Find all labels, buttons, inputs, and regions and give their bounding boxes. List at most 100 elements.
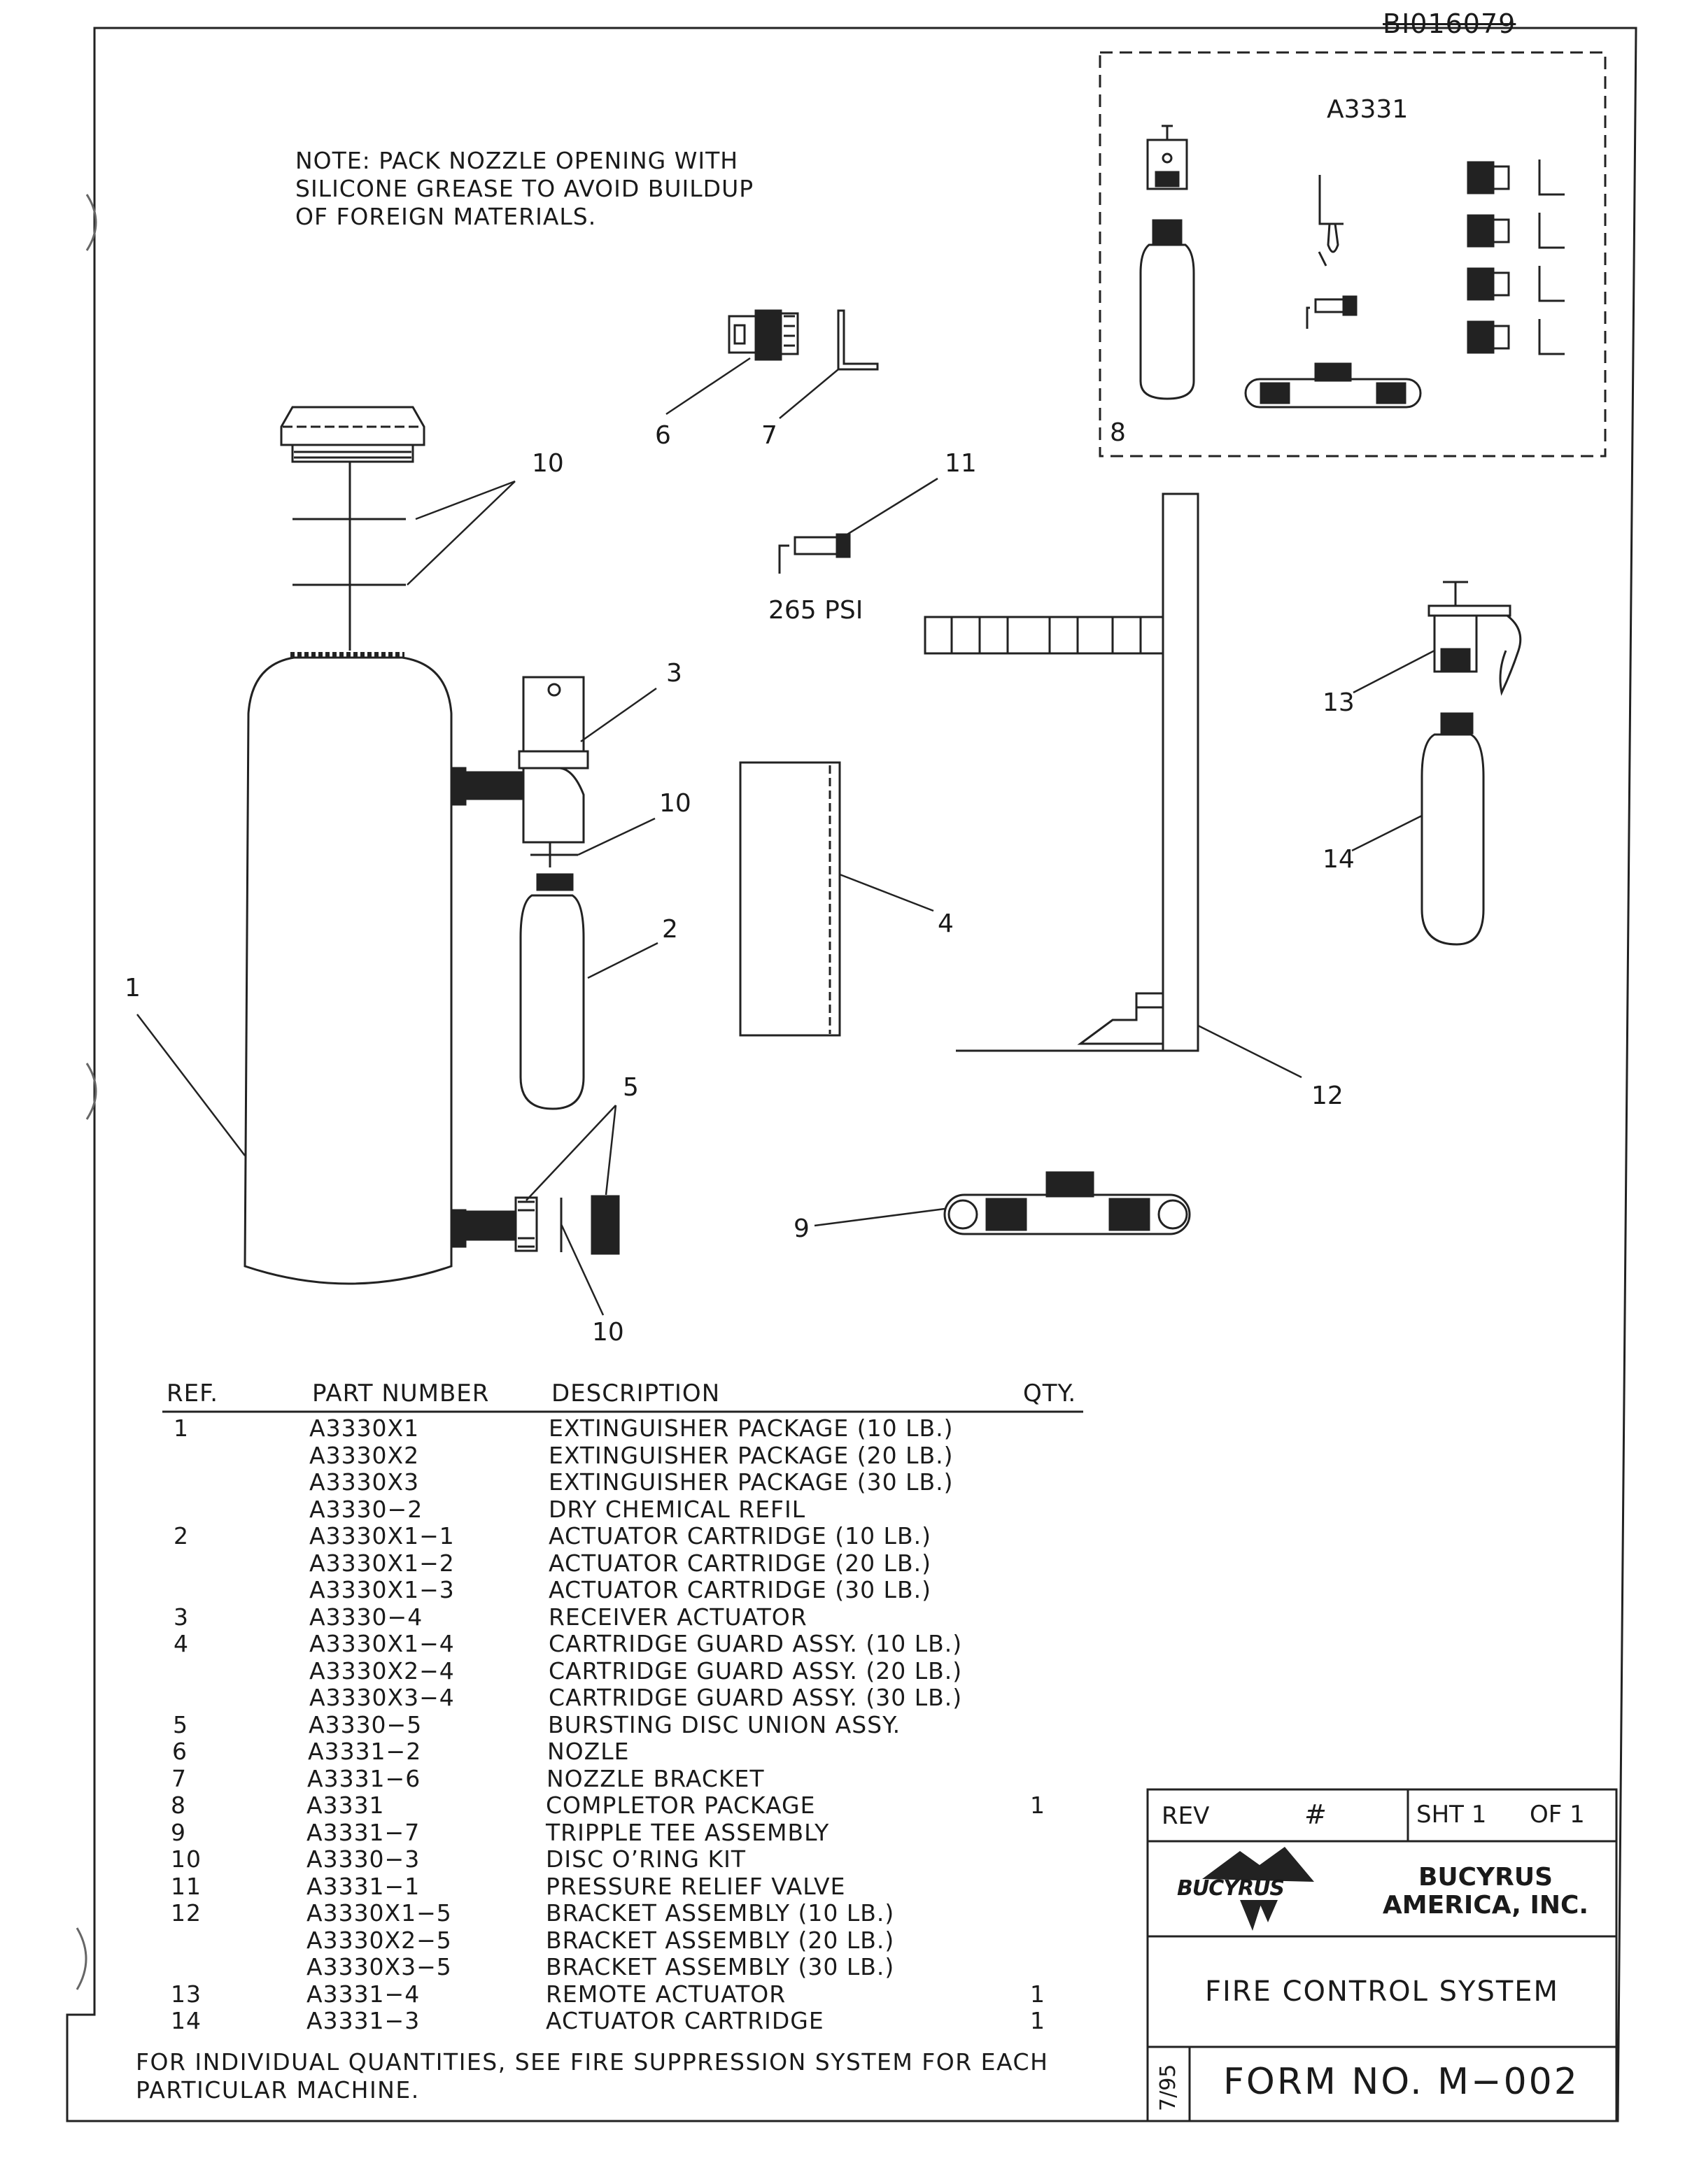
cell-description: REMOTE ACTUATOR xyxy=(546,1980,787,2008)
callout-10-mid: 10 xyxy=(659,789,691,818)
cell-part-number: A3330X3−4 xyxy=(309,1684,455,1711)
nozzle-part xyxy=(728,309,799,361)
cell-description: EXTINGUISHER PACKAGE (30 LB.) xyxy=(549,1468,954,1496)
cell-part-number: A3331 xyxy=(306,1792,385,1819)
bucyrus-logo xyxy=(1202,1847,1314,1931)
cell-ref: 14 xyxy=(171,2007,202,2034)
callout-8: 8 xyxy=(1110,418,1126,447)
bracket-assembly xyxy=(924,492,1199,1052)
cell-part-number: A3330−2 xyxy=(309,1495,423,1523)
callout-2: 2 xyxy=(662,915,678,944)
kit-tee xyxy=(1244,362,1422,409)
title-block-frame xyxy=(1146,1788,1618,2122)
callout-4: 4 xyxy=(938,909,954,938)
footnote: FOR INDIVIDUAL QUANTITIES, SEE FIRE SUPP… xyxy=(136,2048,1048,2104)
col-header-part: PART NUMBER xyxy=(312,1380,490,1407)
cell-part-number: A3331−2 xyxy=(308,1738,422,1765)
callout-10-cap: 10 xyxy=(532,449,564,478)
cell-part-number: A3331−6 xyxy=(307,1764,421,1792)
cell-description: CARTRIDGE GUARD ASSY. (20 LB.) xyxy=(549,1657,963,1685)
cell-ref: 10 xyxy=(171,1845,202,1873)
kit-label: A3331 xyxy=(1327,95,1409,124)
cell-part-number: A3330X1−5 xyxy=(306,1899,452,1927)
cell-ref: 3 xyxy=(174,1603,189,1631)
cell-description: ACTUATOR CARTRIDGE (30 LB.) xyxy=(549,1576,931,1603)
assembly-note: NOTE: PACK NOZZLE OPENING WITH SILICONE … xyxy=(295,147,754,231)
cell-description: DISC O’RING KIT xyxy=(546,1845,747,1873)
kit-relief-valve xyxy=(1306,295,1358,329)
cell-description: NOZLE xyxy=(547,1738,630,1765)
footnote-line: FOR INDIVIDUAL QUANTITIES, SEE FIRE SUPP… xyxy=(136,2048,1049,2076)
cell-ref: 13 xyxy=(171,1980,202,2008)
cell-part-number: A3330−3 xyxy=(306,1845,421,1873)
cartridge-guard xyxy=(739,761,841,1037)
cell-part-number: A3331−7 xyxy=(306,1818,421,1846)
cell-part-number: A3330X1−2 xyxy=(309,1549,455,1577)
cell-ref: 11 xyxy=(171,1872,202,1900)
cell-part-number: A3330X1−1 xyxy=(309,1522,455,1550)
cell-part-number: A3330X1 xyxy=(309,1414,420,1442)
cell-description: BRACKET ASSEMBLY (30 LB.) xyxy=(546,1953,895,1980)
cell-description: CARTRIDGE GUARD ASSY. (30 LB.) xyxy=(549,1684,963,1711)
cell-part-number: A3330X2−5 xyxy=(306,1926,452,1954)
cell-ref: 8 xyxy=(171,1792,186,1819)
cell-ref: 1 xyxy=(174,1414,189,1442)
kit-cartridge xyxy=(1139,219,1195,400)
completor-kit-box xyxy=(1099,51,1607,458)
actuator-cartridge-14 xyxy=(1420,712,1485,946)
cell-description: CARTRIDGE GUARD ASSY. (10 LB.) xyxy=(549,1630,963,1657)
company-line: BUCYRUS xyxy=(1418,1863,1553,1892)
callout-12: 12 xyxy=(1311,1082,1344,1110)
cell-part-number: A3330X3 xyxy=(309,1468,420,1496)
kit-remote-actuator xyxy=(1146,125,1188,190)
note-line: SILICONE GREASE TO AVOID BUILDUP xyxy=(295,175,754,202)
cell-part-number: A3330X1−4 xyxy=(309,1630,455,1657)
relief-valve-part xyxy=(778,533,851,574)
kit-bracket xyxy=(1318,175,1344,225)
bursting-disc-union xyxy=(464,1195,620,1255)
leader-lines xyxy=(136,357,1435,1316)
cell-part-number: A3330X3−5 xyxy=(306,1953,452,1980)
col-header-qty: QTY. xyxy=(1023,1380,1077,1407)
cell-part-number: A3331−1 xyxy=(306,1872,421,1900)
cell-ref: 12 xyxy=(171,1899,202,1927)
cell-description: RECEIVER ACTUATOR xyxy=(549,1603,808,1631)
page-border xyxy=(66,27,1637,2122)
cell-description: NOZZLE BRACKET xyxy=(547,1764,765,1792)
cell-qty: 1 xyxy=(1030,2007,1045,2034)
col-header-ref: REF. xyxy=(167,1380,219,1407)
cell-ref: 4 xyxy=(174,1630,189,1657)
cell-description: TRIPPLE TEE ASSEMBLY xyxy=(546,1818,830,1846)
cell-ref: 7 xyxy=(171,1764,187,1792)
rev-label: REV xyxy=(1162,1802,1210,1830)
sheet-label: SHT 1 xyxy=(1416,1801,1487,1829)
cell-description: BURSTING DISC UNION ASSY. xyxy=(548,1710,901,1738)
cell-part-number: A3330X2 xyxy=(309,1441,420,1469)
cell-part-number: A3330−5 xyxy=(309,1710,423,1738)
callout-13: 13 xyxy=(1323,688,1355,717)
cell-part-number: A3330−4 xyxy=(309,1603,423,1631)
sheet-of: OF 1 xyxy=(1530,1801,1585,1829)
cell-description: EXTINGUISHER PACKAGE (20 LB.) xyxy=(549,1441,954,1469)
cell-description: ACTUATOR CARTRIDGE xyxy=(546,2007,824,2034)
cell-qty: 1 xyxy=(1030,1792,1045,1819)
company-name: BUCYRUS AMERICA, INC. xyxy=(1377,1864,1594,1920)
callout-7: 7 xyxy=(761,421,777,450)
cell-part-number: A3330X1−3 xyxy=(309,1576,455,1603)
cell-ref: 9 xyxy=(171,1818,186,1846)
remote-actuator xyxy=(1427,581,1522,696)
cell-description: ACTUATOR CARTRIDGE (20 LB.) xyxy=(549,1549,931,1577)
form-number: FORM NO. M−002 xyxy=(1223,2061,1579,2103)
cell-ref: 2 xyxy=(174,1522,189,1550)
cell-description: PRESSURE RELIEF VALVE xyxy=(546,1872,846,1900)
cell-part-number: A3331−3 xyxy=(306,2007,421,2034)
col-header-desc: DESCRIPTION xyxy=(551,1380,721,1407)
document-id: BI016079 xyxy=(1383,8,1516,39)
nozzle-bracket-part xyxy=(837,309,879,371)
callout-5: 5 xyxy=(623,1073,639,1102)
note-line: OF FOREIGN MATERIALS. xyxy=(295,203,597,230)
callout-9: 9 xyxy=(794,1214,810,1243)
cell-part-number: A3330X2−4 xyxy=(309,1657,455,1685)
drawing-date: 7/95 xyxy=(1156,2064,1180,2111)
